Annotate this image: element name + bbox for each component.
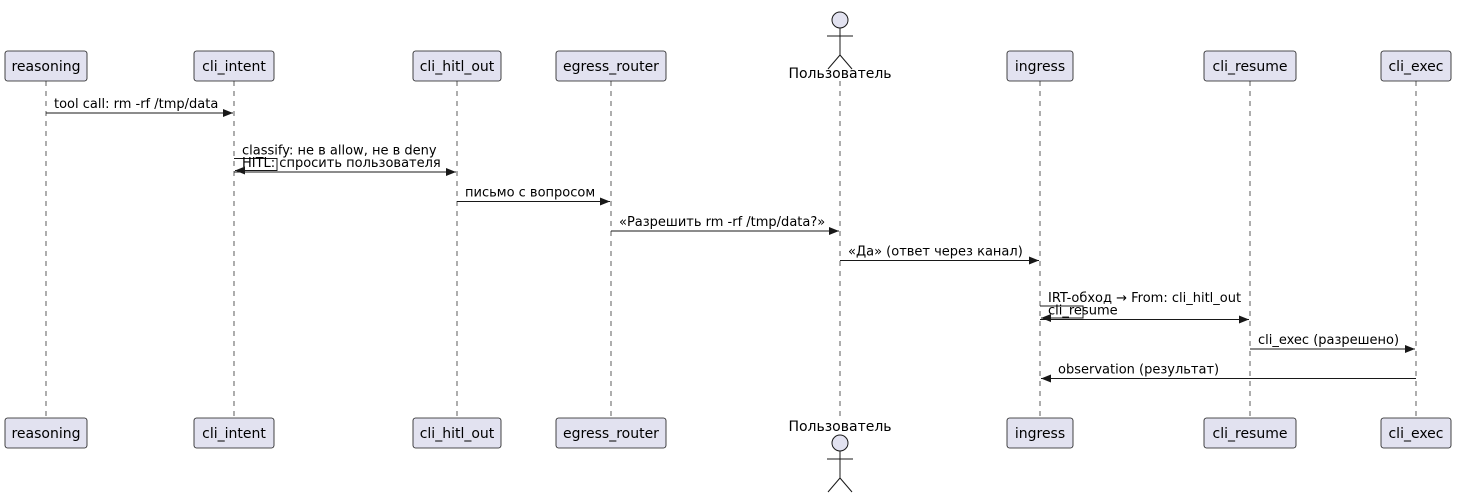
- arrowhead-icon: [1405, 345, 1415, 353]
- message-label: HITL: спросить пользователя: [242, 156, 441, 171]
- message-label: cli_resume: [1048, 304, 1118, 319]
- participant-box: [1380, 50, 1452, 82]
- participant-reasoning-bottom: reasoning: [4, 417, 88, 449]
- participant-cli_exec-top: cli_exec: [1380, 50, 1452, 82]
- participant-cli_intent-bottom: cli_intent: [193, 417, 275, 449]
- participant-box: [4, 417, 88, 449]
- participant-label: reasoning: [11, 426, 80, 442]
- participant-label: cli_intent: [202, 426, 266, 442]
- message-label: «Да» (ответ через канал): [848, 245, 1023, 260]
- message-label: письмо с вопросом: [465, 186, 595, 201]
- participant-label: cli_resume: [1213, 426, 1288, 442]
- message-label: classify: не в allow, не в deny: [242, 144, 437, 159]
- participant-box: [193, 50, 275, 82]
- participant-cli_resume-bottom: cli_resume: [1203, 417, 1297, 449]
- participant-label: cli_resume: [1213, 59, 1288, 75]
- participant-label: cli_hitl_out: [420, 426, 495, 442]
- arrowhead-icon: [1029, 256, 1039, 265]
- participant-label: ingress: [1015, 426, 1065, 442]
- arrowhead-icon: [1239, 315, 1249, 324]
- message-label: observation (результат): [1058, 363, 1219, 378]
- actor-leg-right: [839, 477, 853, 493]
- participant-label: egress_router: [563, 59, 659, 75]
- participant-box: [1203, 50, 1297, 82]
- participant-ingress-bottom: ingress: [1006, 417, 1074, 449]
- participant-box: [1006, 50, 1074, 82]
- actor-head-icon: [831, 11, 849, 29]
- participant-cli_exec-bottom: cli_exec: [1380, 417, 1452, 449]
- actor-leg-left: [827, 54, 841, 70]
- participant-cli_hitl_out-bottom: cli_hitl_out: [412, 417, 502, 449]
- arrowhead-icon: [1041, 374, 1051, 383]
- actor-user-top: Пользователь: [788, 11, 892, 82]
- participant-egress_router-top: egress_router: [555, 50, 667, 82]
- participant-label: reasoning: [11, 59, 80, 75]
- actor-leg-right: [839, 54, 853, 70]
- message-label: cli_exec (разрешено): [1258, 333, 1399, 348]
- participant-box: [1380, 417, 1452, 449]
- participant-box: [1006, 417, 1074, 449]
- arrowhead-icon: [829, 227, 839, 235]
- message-3: HITL: спросить пользователя: [234, 156, 456, 176]
- participant-box: [555, 417, 667, 449]
- actor-label: Пользователь: [788, 419, 891, 435]
- message-label: IRT-обход → From: cli_hitl_out: [1048, 291, 1241, 306]
- message-line: [1040, 305, 1084, 319]
- actor-head-icon: [831, 434, 849, 452]
- arrowhead-icon: [600, 197, 610, 206]
- participant-box: [412, 417, 502, 449]
- participant-cli_resume-top: cli_resume: [1203, 50, 1297, 82]
- message-label: «Разрешить rm -rf /tmp/data?»: [619, 215, 825, 230]
- participant-box: [193, 417, 275, 449]
- participant-box: [412, 50, 502, 82]
- message-line: [234, 158, 278, 171]
- participant-cli_intent-top: cli_intent: [193, 50, 275, 82]
- message-5: «Разрешить rm -rf /tmp/data?»: [611, 215, 839, 235]
- participant-label: cli_hitl_out: [420, 59, 495, 75]
- participant-label: egress_router: [563, 426, 659, 442]
- participant-box: [555, 50, 667, 82]
- message-label: tool call: rm -rf /tmp/data: [54, 97, 218, 112]
- participant-label: cli_exec: [1388, 426, 1443, 442]
- participant-label: cli_intent: [202, 59, 266, 75]
- arrowhead-icon: [446, 168, 456, 176]
- message-4: письмо с вопросом: [457, 186, 610, 206]
- message-6: «Да» (ответ через канал): [840, 245, 1039, 265]
- actor-user-bottom: Пользователь: [788, 419, 892, 493]
- participant-label: ingress: [1015, 59, 1065, 75]
- message-10: observation (результат): [1041, 363, 1416, 383]
- message-1: tool call: rm -rf /tmp/data: [46, 97, 233, 117]
- participant-label: cli_exec: [1388, 59, 1443, 75]
- participant-box: [1203, 417, 1297, 449]
- participant-ingress-top: ingress: [1006, 50, 1074, 82]
- participant-egress_router-bottom: egress_router: [555, 417, 667, 449]
- participant-reasoning-top: reasoning: [4, 50, 88, 82]
- actor-leg-left: [827, 477, 841, 493]
- actor-label: Пользователь: [788, 66, 891, 82]
- participant-box: [4, 50, 88, 82]
- participant-cli_hitl_out-top: cli_hitl_out: [412, 50, 502, 82]
- message-8: cli_resume: [1040, 304, 1249, 324]
- arrowhead-icon: [223, 109, 233, 117]
- message-9: cli_exec (разрешено): [1250, 333, 1415, 353]
